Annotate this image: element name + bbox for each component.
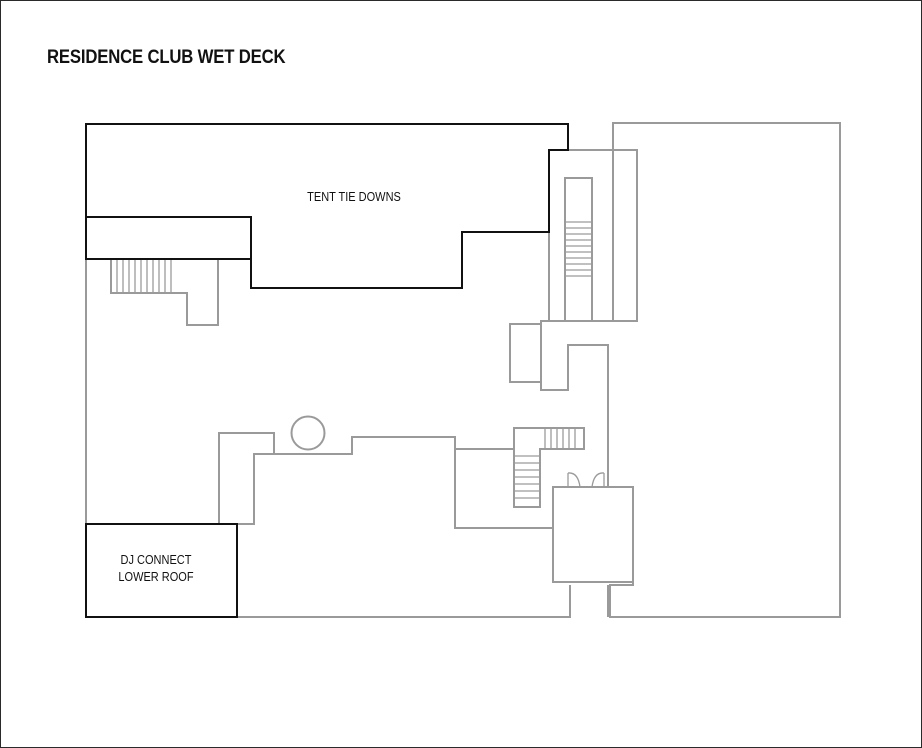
- round-feature: [290, 415, 326, 451]
- tent-tie-downs-annex: [85, 216, 252, 260]
- upper-stair-block: [548, 149, 638, 322]
- door-icon: [567, 472, 605, 488]
- left-stair-treads: [116, 259, 172, 293]
- left-stair: [110, 259, 219, 326]
- deck-outline: [85, 259, 609, 618]
- central-structure-inner: [237, 453, 274, 525]
- middle-stair-treads-h: [544, 428, 576, 449]
- utility-box: [509, 323, 542, 383]
- middle-stair-treads-v: [514, 455, 540, 499]
- small-room: [552, 486, 634, 583]
- dj-connect-label-line2: LOWER ROOF: [118, 570, 194, 584]
- page-title: RESIDENCE CLUB WET DECK: [47, 47, 286, 68]
- tent-tie-downs-area: [85, 123, 569, 289]
- middle-stair: [455, 427, 585, 508]
- dj-connect-label-line1: DJ CONNECT: [120, 553, 192, 567]
- central-structure: [218, 432, 553, 529]
- tent-tie-downs-label: TENT TIE DOWNS: [307, 190, 401, 204]
- upper-stair-treads: [565, 221, 592, 277]
- right-building: [540, 122, 841, 618]
- dj-connect-area: [85, 523, 238, 618]
